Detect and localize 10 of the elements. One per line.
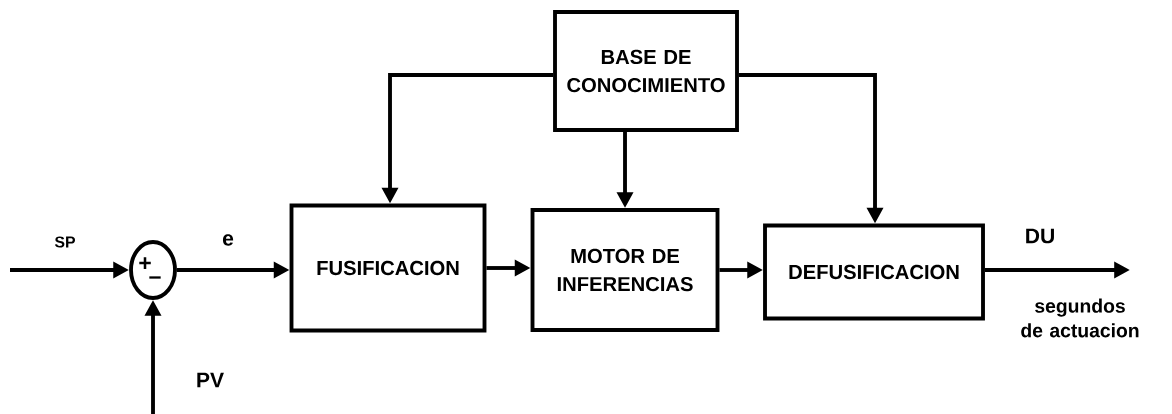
edge-label: SP <box>54 236 75 248</box>
process-box: BASE DE CONOCIMIENTO <box>553 10 739 132</box>
edge-label: PV <box>197 372 224 388</box>
edge-label: e <box>222 234 234 246</box>
output-note: segundos de actuacion <box>1021 298 1139 338</box>
process-box: FUSIFICACION <box>289 203 487 333</box>
summing-junction: + – <box>129 240 177 300</box>
process-box: MOTOR DE INFERENCIAS <box>530 208 720 332</box>
edge-label: DU <box>1026 228 1054 244</box>
process-box: DEFUSIFICACION <box>763 223 985 321</box>
